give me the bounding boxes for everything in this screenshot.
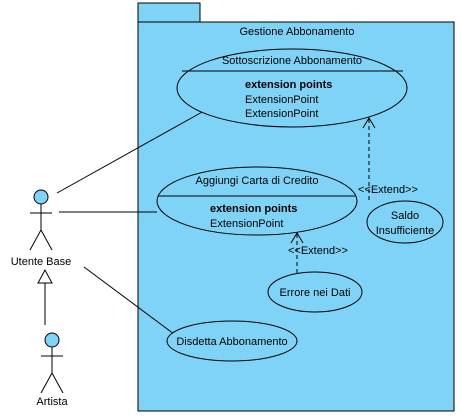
use-case-sottoscrizione-shape bbox=[176, 48, 408, 128]
use-case-errore-shape bbox=[267, 271, 363, 313]
use-case-errore[interactable]: Errore nei Dati bbox=[267, 271, 363, 313]
generalization-arrowhead bbox=[37, 268, 53, 284]
actor-utente-leg bbox=[29, 229, 42, 251]
use-case-sottoscrizione-name: Sottoscrizione Abbonamento bbox=[222, 55, 362, 67]
use-case-sottoscrizione[interactable]: Sottoscrizione Abbonamento extension poi… bbox=[176, 48, 408, 128]
use-case-saldo-name: Insufficiente bbox=[376, 225, 435, 237]
use-case-disdetta-name: Disdetta Abbonamento bbox=[176, 336, 287, 348]
use-case-errore-name: Errore nei Dati bbox=[280, 287, 351, 299]
extend-saldo-arrowhead bbox=[362, 117, 376, 129]
use-case-sottoscrizione-ext-point: ExtensionPoint bbox=[245, 108, 318, 120]
use-case-saldo[interactable]: Saldo Insufficiente bbox=[366, 200, 444, 244]
use-case-carta-name: Aggiungi Carta di Credito bbox=[196, 175, 319, 187]
use-case-sottoscrizione-ext-header: extension points bbox=[245, 79, 332, 91]
use-case-carta[interactable]: Aggiungi Carta di Credito extension poin… bbox=[156, 166, 358, 236]
actor-artista-label: Artista bbox=[36, 396, 68, 408]
use-case-saldo-shape bbox=[366, 200, 444, 244]
actor-utente-head bbox=[33, 189, 49, 205]
use-case-carta-shape bbox=[156, 166, 358, 236]
actor-artista-leg bbox=[40, 372, 53, 394]
association-utente-disdetta bbox=[83, 266, 179, 338]
actor-artista-leg bbox=[51, 372, 64, 394]
use-case-saldo-name: Saldo bbox=[391, 210, 419, 222]
package-title: Gestione Abbonamento bbox=[240, 26, 355, 38]
extend-errore-label: <<Extend>> bbox=[288, 245, 348, 257]
actor-utente-base[interactable]: Utente Base bbox=[11, 189, 72, 268]
actor-utente-leg bbox=[40, 229, 53, 251]
use-case-carta-ext-point: ExtensionPoint bbox=[210, 218, 283, 230]
use-case-carta-ext-header: extension points bbox=[210, 203, 297, 215]
use-case-disdetta[interactable]: Disdetta Abbonamento bbox=[166, 320, 298, 362]
package-tab[interactable] bbox=[137, 2, 201, 23]
extend-saldo-label: <<Extend>> bbox=[358, 184, 418, 196]
actor-utente-label: Utente Base bbox=[11, 256, 72, 268]
use-case-disdetta-shape bbox=[166, 320, 298, 362]
actor-artista-head bbox=[44, 332, 60, 348]
use-case-sottoscrizione-ext-point: ExtensionPoint bbox=[245, 94, 318, 106]
extend-errore-arrowhead bbox=[290, 232, 304, 244]
association-utente-sottoscrizione bbox=[56, 110, 205, 194]
actor-artista[interactable]: Artista bbox=[36, 332, 68, 408]
